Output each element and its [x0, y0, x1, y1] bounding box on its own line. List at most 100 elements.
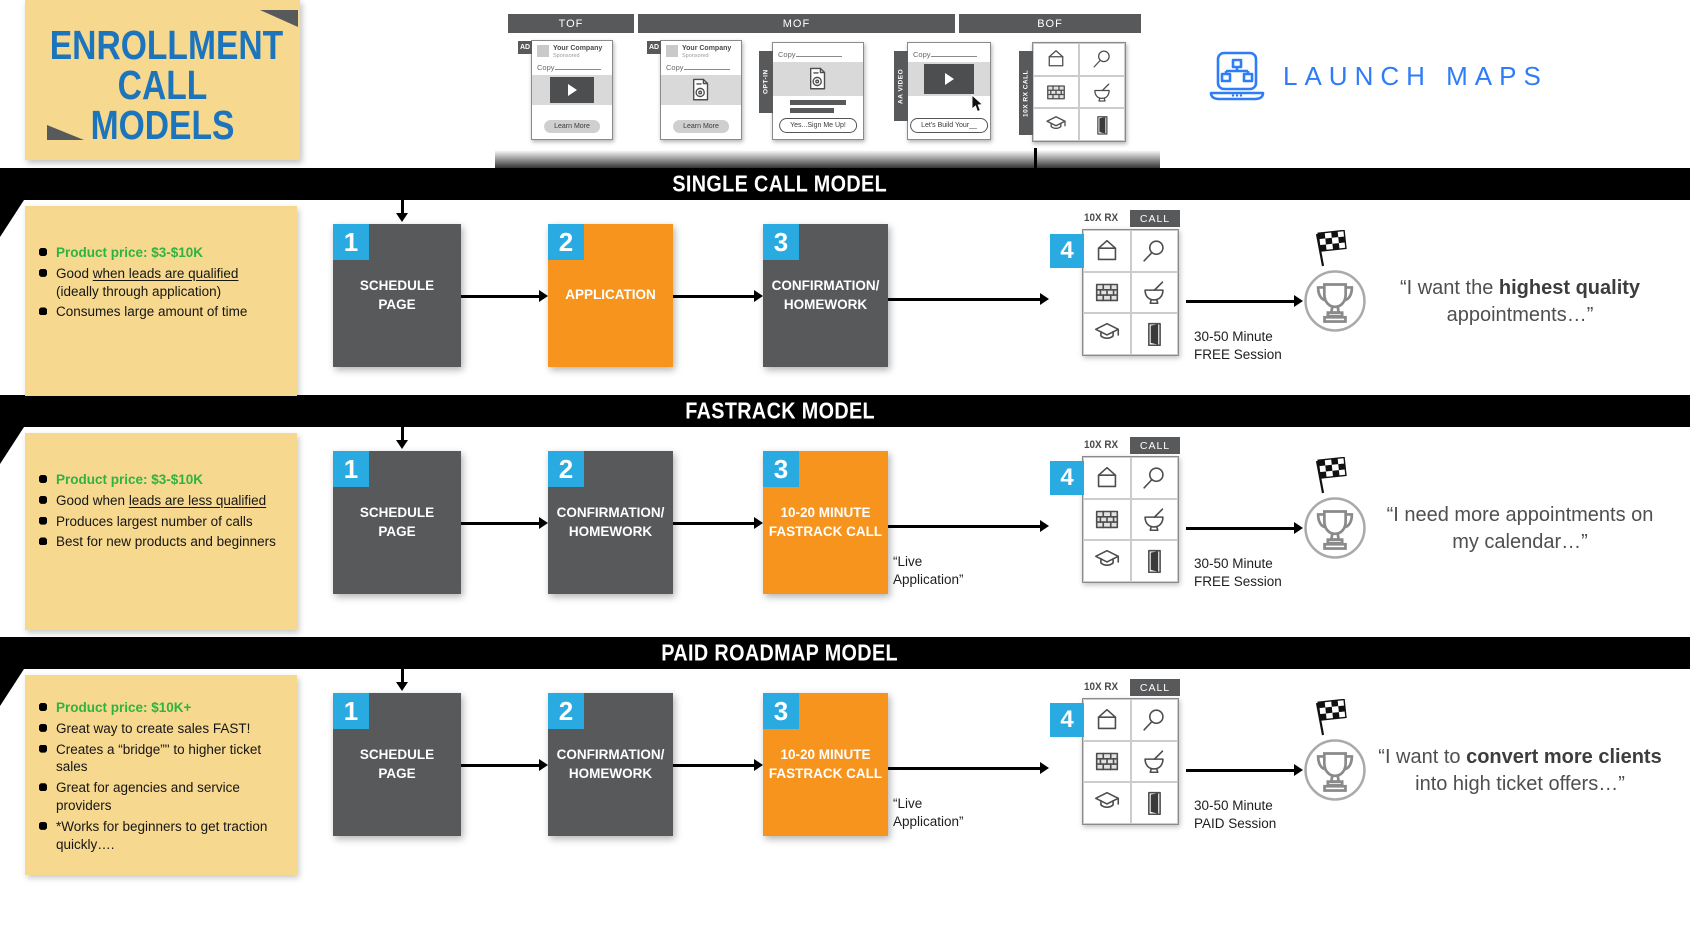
- play-icon: [944, 73, 954, 85]
- trophy-icon: [1304, 270, 1366, 332]
- step-call-card: 10X RX CALL 4: [1050, 679, 1182, 843]
- leadmagnet-thumbnail: [773, 62, 863, 96]
- mortar-pestle-icon: [1090, 80, 1114, 104]
- company-name: Your Company: [682, 45, 732, 52]
- ad-badge: AD: [647, 41, 661, 54]
- bullet-icon: [39, 783, 47, 792]
- session-caption: 30-50 Minute PAID Session: [1194, 798, 1277, 831]
- flow-arrow: [1186, 522, 1303, 533]
- video-copy: Copy: [908, 43, 990, 59]
- ad-copy: Copy: [532, 59, 612, 72]
- flow-arrow: [461, 517, 548, 528]
- rx-label: 10X RX: [1084, 681, 1119, 693]
- rx-label: 10X RX: [1084, 212, 1119, 224]
- video-player: [532, 74, 612, 105]
- brick-wall-icon: [1092, 746, 1122, 776]
- flow-arrow: [888, 520, 1049, 531]
- laptop-sitemap-icon: [1205, 50, 1269, 102]
- goal-marker: [1302, 230, 1368, 336]
- bullet-icon: [39, 703, 47, 711]
- step-number: 1: [333, 451, 369, 487]
- step-label: CONFIRMATION/ HOMEWORK: [556, 746, 665, 781]
- signup-button: Yes...Sign Me Up!: [779, 118, 857, 133]
- bullet-icon: [39, 268, 47, 277]
- step-label: APPLICATION: [565, 287, 656, 303]
- flow-arrow: [1186, 295, 1303, 306]
- optin-tab: OPT-IN: [759, 51, 773, 113]
- mortar-pestle-icon: [1139, 504, 1169, 534]
- ad-copy: Copy: [661, 59, 741, 72]
- checkered-flag-icon: [1310, 230, 1350, 268]
- play-icon: [567, 83, 577, 96]
- door-icon: [1139, 788, 1169, 818]
- trophy-icon: [1304, 739, 1366, 801]
- rx-label: 10X RX: [1084, 439, 1119, 451]
- step-label: SCHEDULE PAGE: [359, 277, 435, 312]
- notes-panel: Product price: $10K+Great way to create …: [25, 675, 297, 875]
- aa-video-tab: AA VIDEO: [894, 51, 908, 121]
- mortar-pestle-icon: [1139, 277, 1169, 307]
- step-schedule-page: 1 SCHEDULE PAGE: [333, 224, 461, 367]
- sign-icon: [1044, 47, 1068, 71]
- customer-quote: “I want the highest quality appointments…: [1399, 277, 1641, 326]
- step-number: 4: [1050, 234, 1084, 268]
- goal-marker: [1302, 457, 1368, 563]
- step-application: 2 APPLICATION: [548, 224, 673, 367]
- flow-arrow: [673, 517, 763, 528]
- call-label: CALL: [1130, 437, 1180, 454]
- form-fields: [790, 100, 846, 113]
- learn-more-button: Learn More: [673, 120, 729, 133]
- graduation-cap-icon: [1092, 319, 1122, 349]
- flow-arrow: [673, 290, 763, 301]
- flow-arrow: [461, 290, 548, 301]
- call-label: CALL: [1130, 210, 1180, 227]
- lets-build-button: Let's Build Your__: [910, 118, 988, 133]
- session-caption: 30-50 Minute FREE Session: [1194, 329, 1282, 362]
- document-gear-icon: [688, 77, 714, 103]
- sign-icon: [1092, 705, 1122, 735]
- step-schedule-page: 1 SCHEDULE PAGE: [333, 451, 461, 594]
- live-application-caption: “Live Application”: [893, 554, 964, 587]
- door-icon: [1090, 113, 1114, 137]
- call-label: CALL: [1130, 679, 1180, 696]
- step-call-card: 10X RX CALL 4: [1050, 437, 1182, 601]
- flow-arrow: [888, 293, 1049, 304]
- step-number: 2: [548, 451, 584, 487]
- flow-arrow: [673, 759, 763, 770]
- step-number: 4: [1050, 461, 1084, 495]
- step-label: 10-20 MINUTE FASTRACK CALL: [768, 746, 883, 781]
- bullet-icon: [39, 475, 47, 483]
- step-label: 10-20 MINUTE FASTRACK CALL: [768, 504, 883, 539]
- section-header-fastrack: FASTRACK MODEL: [0, 395, 1690, 427]
- graduation-cap-icon: [1092, 788, 1122, 818]
- company-name: Your Company: [553, 45, 603, 52]
- funnel-stage-tof: TOF: [508, 14, 634, 33]
- paid-roadmap-row: Product price: $10K+Great way to create …: [0, 669, 1690, 879]
- funnel-stage-bof: BOF: [959, 14, 1141, 33]
- section-header-single-call: SINGLE CALL MODEL: [0, 168, 1690, 200]
- session-caption: 30-50 Minute FREE Session: [1194, 556, 1282, 589]
- brick-wall-icon: [1092, 277, 1122, 307]
- mortar-pestle-icon: [1139, 746, 1169, 776]
- rx-call-card: 10X RX CALL: [1019, 42, 1126, 142]
- section-header-paid-roadmap: PAID ROADMAP MODEL: [0, 637, 1690, 669]
- sponsored-label: Sponsored: [553, 52, 580, 59]
- live-application-caption: “Live Application”: [893, 796, 964, 829]
- step-number: 2: [548, 693, 584, 729]
- checkered-flag-icon: [1310, 699, 1350, 737]
- learn-more-button: Learn More: [544, 120, 600, 133]
- magnifier-icon: [1139, 705, 1169, 735]
- ad-card-video: AD Your Company Sponsored Copy Learn Mor…: [518, 40, 613, 140]
- step-label: SCHEDULE PAGE: [359, 746, 435, 781]
- sponsored-label: Sponsored: [682, 52, 709, 59]
- aa-video-card: AA VIDEO Copy Let's Build Your__: [894, 42, 991, 140]
- entry-arrow: [397, 200, 407, 222]
- door-icon: [1139, 319, 1169, 349]
- bullet-icon: [39, 307, 47, 316]
